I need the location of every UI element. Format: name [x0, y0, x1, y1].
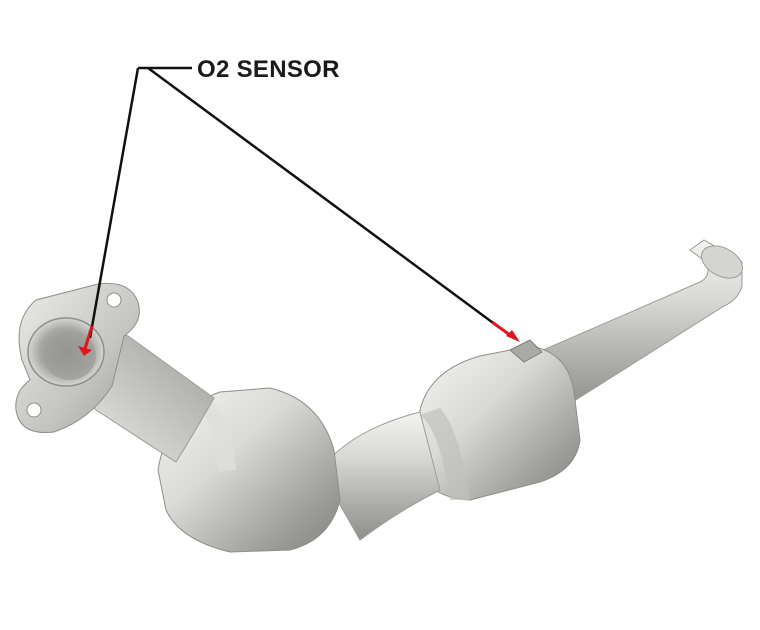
front-sensor-arrow: [78, 325, 94, 356]
leader-line-front-sensor: [88, 67, 140, 339]
outlet-pipe-end: [700, 245, 744, 279]
flange-bolt-hole-bottom: [26, 402, 42, 418]
leader-line-rear-sensor: [147, 66, 501, 330]
front-cat-band: [196, 396, 236, 472]
o2-sensor-label: O2 SENSOR: [197, 56, 340, 83]
rear-cat-band: [420, 408, 470, 500]
inlet-bore-inner: [44, 332, 96, 380]
rear-sensor-arrow: [491, 320, 520, 342]
rear-o2-sensor-bung: [509, 339, 543, 363]
mid-pipe: [319, 411, 441, 541]
flange-bolt-hole-top: [106, 292, 122, 308]
